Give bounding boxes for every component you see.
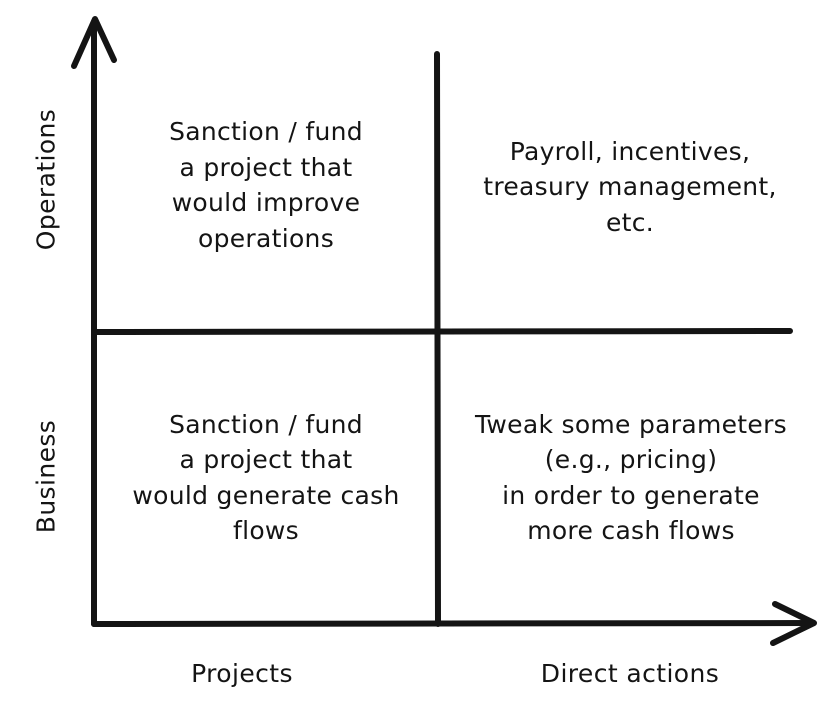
- quadrant-operations-projects: Sanction / fund a project that would impro…: [96, 95, 436, 275]
- quadrant-text-line: Sanction / fund: [169, 117, 363, 146]
- quadrant-text-line: Payroll, incentives,: [509, 136, 751, 166]
- y-axis-arrow-icon: [71, 16, 117, 69]
- quadrant-business-direct-actions: Tweak some parameters (e.g., pricing) in o…: [440, 390, 822, 565]
- horizontal-divider-line: [91, 328, 793, 335]
- quadrant-text-line: more cash flows: [527, 516, 735, 545]
- quadrant-operations-direct-actions: Payroll, incentives, treasury management,…: [440, 122, 820, 252]
- quadrant-text-line: would improve: [171, 188, 361, 217]
- x-axis-line: [91, 620, 815, 627]
- quadrant-business-projects: Sanction / fund a project that would gener…: [96, 390, 436, 565]
- y-axis-label-operations: Operations: [31, 108, 61, 251]
- quadrant-text-line: a project that: [179, 445, 353, 474]
- x-axis-arrow-icon: [770, 601, 817, 646]
- quadrant-text-line: Tweak some parameters: [474, 409, 787, 439]
- quadrant-text-line: operations: [197, 223, 335, 253]
- y-axis-label-business: Business: [31, 419, 61, 534]
- vertical-divider-line: [434, 51, 441, 627]
- quadrant-text-line: Sanction / fund: [169, 409, 363, 439]
- quadrant-text-line: etc.: [605, 207, 655, 237]
- x-axis-label-direct-actions: Direct actions: [540, 659, 720, 688]
- quadrant-text-line: would generate cash: [132, 480, 400, 510]
- quadrant-text-line: (e.g., pricing): [544, 445, 718, 474]
- x-axis-label-projects: Projects: [191, 659, 293, 688]
- quadrant-text-line: a project that: [179, 152, 353, 182]
- quadrant-text-line: treasury management,: [483, 172, 777, 202]
- quadrant-text-line: in order to generate: [502, 480, 760, 510]
- quadrant-text-line: flows: [232, 516, 299, 545]
